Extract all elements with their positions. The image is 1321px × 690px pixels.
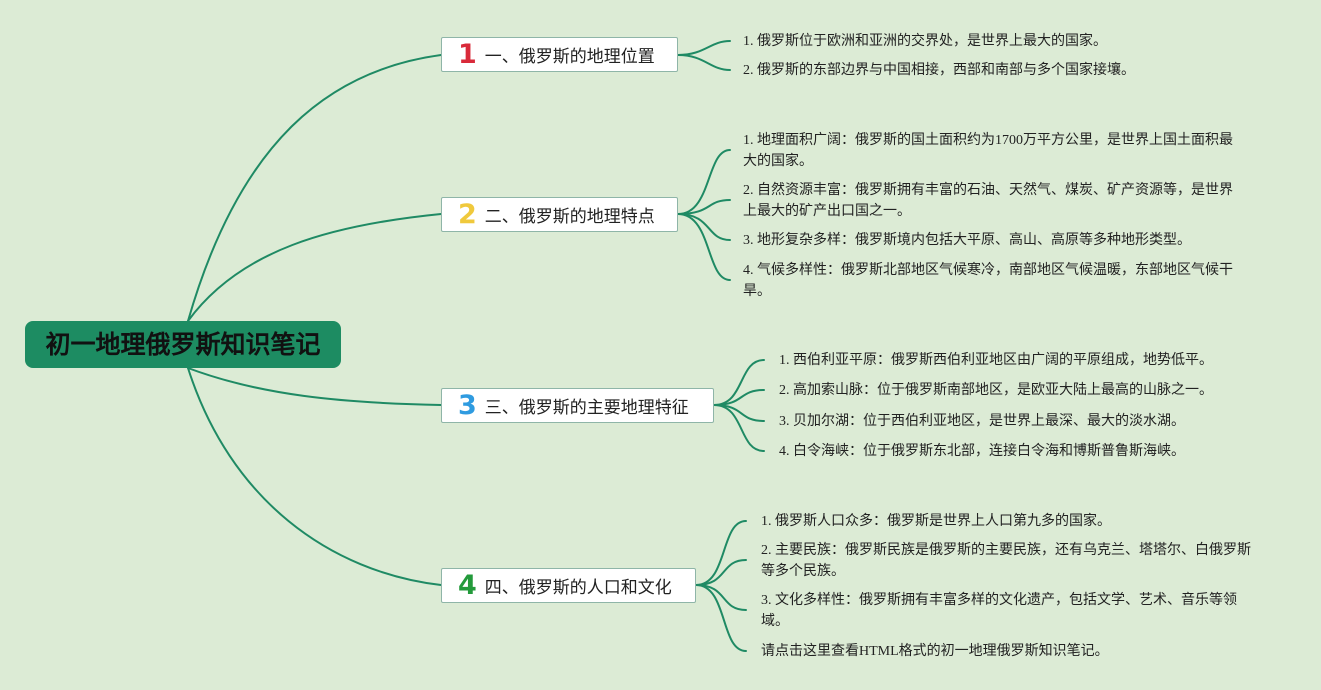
connector-b4-leaf-4	[695, 584, 747, 652]
number-badge-2: 2	[458, 199, 477, 230]
connector-b3-leaf-2	[713, 389, 765, 406]
connector-b3-leaf-3	[713, 404, 765, 422]
root-title: 初一地理俄罗斯知识笔记	[45, 330, 321, 359]
connector-b2-leaf-3	[677, 213, 731, 241]
leaf-1-1[interactable]: 1. 俄罗斯位于欧洲和亚洲的交界处，是世界上最大的国家。	[743, 34, 1107, 49]
connector-b4-leaf-1	[695, 520, 747, 586]
root-node[interactable]: 初一地理俄罗斯知识笔记	[25, 321, 341, 368]
connector-root-branch-1	[187, 54, 442, 322]
leaf-4-3[interactable]: 3. 文化多样性：俄罗斯拥有丰富多样的文化遗产，包括文学、艺术、音乐等领域。	[761, 593, 1237, 629]
connector-root-branch-3	[187, 367, 442, 406]
leaf-3-3[interactable]: 3. 贝加尔湖：位于西伯利亚地区，是世界上最深、最大的淡水湖。	[779, 414, 1185, 429]
branch-node-2[interactable]: 2 二、俄罗斯的地理特点	[441, 197, 678, 232]
leaf-4-4[interactable]: 请点击这里查看HTML格式的初一地理俄罗斯知识笔记。	[761, 644, 1109, 659]
connector-b4-leaf-3	[695, 584, 747, 611]
branch-label-1: 一、俄罗斯的地理位置	[484, 47, 655, 67]
connector-root-branch-2	[187, 213, 442, 322]
leaf-4-1[interactable]: 1. 俄罗斯人口众多：俄罗斯是世界上人口第九多的国家。	[761, 514, 1111, 529]
connector-b3-leaf-1	[713, 359, 765, 406]
leaf-2-1[interactable]: 1. 地理面积广阔：俄罗斯的国土面积约为1700万平方公里，是世界上国土面积最大…	[743, 133, 1233, 169]
number-badge-1: 1	[458, 39, 477, 70]
leaf-3-1[interactable]: 1. 西伯利亚平原：俄罗斯西伯利亚地区由广阔的平原组成，地势低平。	[779, 353, 1213, 368]
leaf-4-2[interactable]: 2. 主要民族：俄罗斯民族是俄罗斯的主要民族，还有乌克兰、塔塔尔、白俄罗斯等多个…	[761, 543, 1251, 579]
connector-b1-leaf-1	[677, 40, 731, 56]
connector-b1-leaf-2	[677, 54, 731, 71]
leaf-3-4[interactable]: 4. 白令海峡：位于俄罗斯东北部，连接白令海和博斯普鲁斯海峡。	[779, 444, 1185, 459]
connector-b4-leaf-2	[695, 559, 747, 586]
leaf-1-2[interactable]: 2. 俄罗斯的东部边界与中国相接，西部和南部与多个国家接壤。	[743, 63, 1135, 78]
leaf-2-4[interactable]: 4. 气候多样性：俄罗斯北部地区气候寒冷，南部地区气候温暖，东部地区气候干旱。	[743, 263, 1233, 299]
connector-b2-leaf-4	[677, 213, 731, 281]
branch-node-4[interactable]: 4 四、俄罗斯的人口和文化	[441, 568, 696, 603]
branch-label-4: 四、俄罗斯的人口和文化	[484, 578, 672, 598]
leaf-2-3[interactable]: 3. 地形复杂多样：俄罗斯境内包括大平原、高山、高原等多种地形类型。	[743, 233, 1191, 248]
number-badge-4: 4	[458, 570, 477, 601]
number-badge-3: 3	[458, 390, 477, 421]
connector-b2-leaf-1	[677, 149, 731, 215]
branch-label-3: 三、俄罗斯的主要地理特征	[484, 398, 689, 418]
connector-b3-leaf-4	[713, 404, 765, 452]
connector-root-branch-4	[187, 367, 442, 586]
leaf-3-2[interactable]: 2. 高加索山脉：位于俄罗斯南部地区，是欧亚大陆上最高的山脉之一。	[779, 383, 1213, 398]
branch-label-2: 二、俄罗斯的地理特点	[484, 207, 655, 227]
branch-node-1[interactable]: 1 一、俄罗斯的地理位置	[441, 37, 678, 72]
leaf-2-2[interactable]: 2. 自然资源丰富：俄罗斯拥有丰富的石油、天然气、煤炭、矿产资源等，是世界上最大…	[743, 183, 1233, 219]
branch-node-3[interactable]: 3 三、俄罗斯的主要地理特征	[441, 388, 714, 423]
connector-b2-leaf-2	[677, 199, 731, 215]
